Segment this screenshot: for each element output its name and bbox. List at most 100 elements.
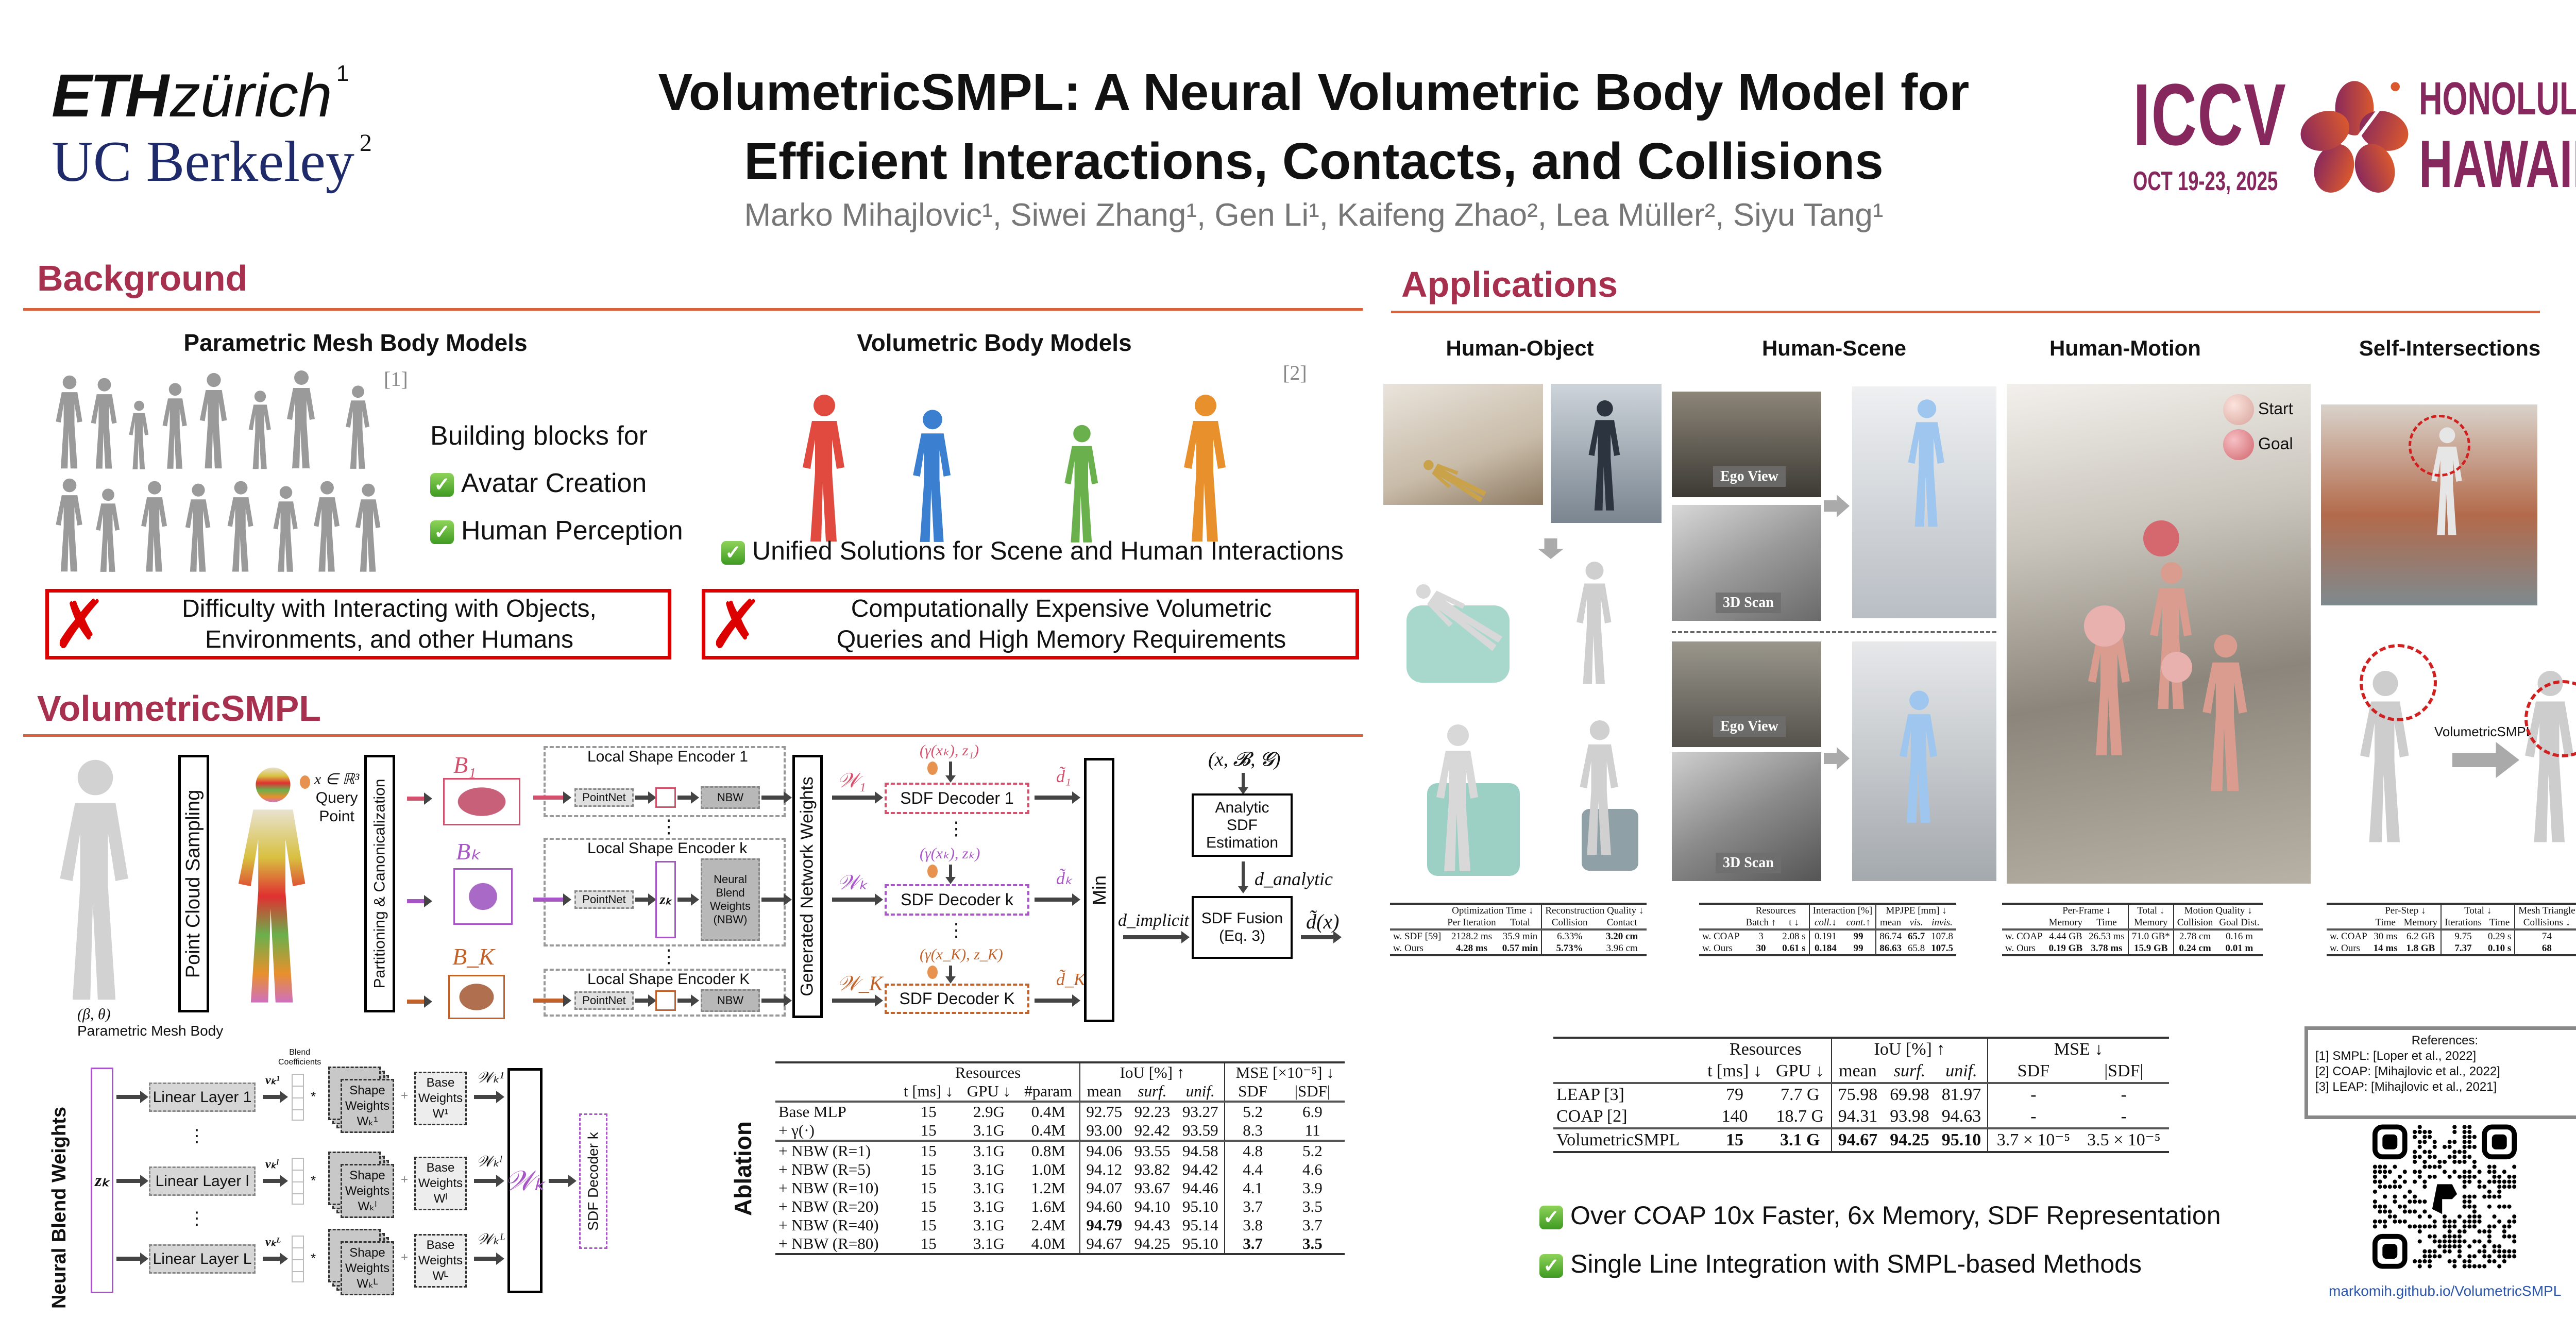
ucb-affiliation: 2 bbox=[359, 129, 372, 157]
down-arrow-icon bbox=[1538, 538, 1564, 559]
table-cell: 5.2 bbox=[1224, 1102, 1280, 1121]
arrow-icon bbox=[263, 1091, 288, 1103]
sdf-fusion-label: SDF Fusion(Eq. 3) bbox=[1201, 910, 1283, 945]
mesh-benefit-item: ✓Avatar Creation bbox=[430, 460, 683, 507]
nbw-block: Neural Blend Weights (NBW) bbox=[701, 858, 760, 941]
table-column-header: SDF bbox=[1987, 1060, 2079, 1084]
project-url-link[interactable]: markomih.github.io/VolumetricSMPL bbox=[2329, 1283, 2562, 1299]
table-cell: 15 bbox=[920, 1103, 937, 1121]
table-cell: 3.1G bbox=[973, 1179, 1005, 1197]
motion-bodies bbox=[2084, 520, 2247, 791]
part-label-k: Bₖ bbox=[456, 838, 481, 865]
mesh-benefit-label: Human Perception bbox=[461, 516, 683, 546]
table-column-header: Per Iteration bbox=[1444, 917, 1499, 931]
eth-affiliation: 1 bbox=[336, 61, 349, 86]
self-intersection-photo bbox=[2321, 404, 2537, 605]
pointnet-block: PointNet bbox=[574, 788, 634, 807]
table-cell: 3.7 × 10⁻⁵ bbox=[1987, 1127, 2079, 1153]
arrow-icon bbox=[1123, 931, 1190, 943]
table-cell: 0.01 m bbox=[2216, 942, 2263, 956]
human-object-photo-1 bbox=[1383, 384, 1543, 505]
authors: Marko Mihajlovic¹, Siwei Zhang¹, Gen Li¹… bbox=[744, 197, 1884, 233]
check-icon: ✓ bbox=[1539, 1205, 1563, 1229]
table-cell: 94.42 bbox=[1182, 1160, 1218, 1178]
table-group-header: Resources bbox=[1742, 903, 1809, 917]
table-row-label: + NBW (R=5) bbox=[778, 1160, 871, 1178]
table-column-header: mean bbox=[1831, 1060, 1884, 1084]
table-cell: 3.5 bbox=[1280, 1235, 1345, 1255]
table-cell: 94.25 bbox=[1128, 1235, 1177, 1255]
table-cell: 0.57 min bbox=[1499, 942, 1542, 956]
arrow-icon bbox=[832, 994, 883, 1007]
min-block: Min bbox=[1084, 758, 1114, 1022]
table-cell: - bbox=[2121, 1107, 2127, 1126]
table-cell: 4.0M bbox=[1017, 1235, 1080, 1255]
table-cell: 79 bbox=[1725, 1085, 1743, 1104]
table-cell: 3 bbox=[1758, 931, 1764, 942]
table-column-header: #param bbox=[1017, 1082, 1080, 1103]
plus-symbol: + bbox=[401, 1250, 409, 1264]
table-cell: 0.4M bbox=[1031, 1121, 1065, 1139]
arrow-icon bbox=[635, 893, 656, 906]
base-weights-block: Base Weights Wᴸ bbox=[414, 1234, 467, 1288]
local-shape-encoder-label: Local Shape Encoder K bbox=[587, 971, 750, 988]
nbw-title: Neural Blend Weights bbox=[47, 1067, 71, 1309]
sdf-decoder-label: SDF Decoder 1 bbox=[900, 789, 1014, 807]
table-row-label: w. Ours bbox=[2327, 942, 2370, 956]
table-row-label: w. SDF [59] bbox=[1393, 931, 1442, 942]
reference-item: [1] SMPL: [Loper et al., 2022] bbox=[2315, 1049, 2477, 1063]
limitation-line: Difficulty with Interacting with Objects… bbox=[182, 595, 597, 622]
network-weights-label: 𝒲₁ bbox=[837, 769, 866, 792]
table-cell: 5.73% bbox=[1541, 942, 1597, 956]
query-point-text: Point bbox=[319, 808, 354, 825]
ego-view-tag: Ego View bbox=[1713, 466, 1786, 487]
volumetric-benefit-label: Unified Solutions for Scene and Human In… bbox=[752, 536, 1344, 565]
local-shape-encoder-block bbox=[544, 969, 786, 1017]
sdf-fusion-eq: (Eq. 3) bbox=[1218, 927, 1265, 944]
table-cell: - bbox=[2121, 1085, 2127, 1104]
claim-1: ✓ Over COAP 10x Faster, 6x Memory, SDF Re… bbox=[1539, 1200, 2221, 1230]
arrow-icon bbox=[1035, 994, 1080, 1007]
layer-weights-label: 𝒲ₖ¹ bbox=[477, 1069, 504, 1086]
arrow-icon bbox=[677, 791, 699, 804]
table-cell: 4.4 bbox=[1224, 1160, 1280, 1179]
claim-text: Over COAP 10x Faster, 6x Memory, SDF Rep… bbox=[1570, 1201, 2221, 1230]
mesh-benefit-item: ✓Human Perception bbox=[430, 507, 683, 554]
goal-marker-icon bbox=[2223, 429, 2254, 460]
base-weights-block: Base Weights W¹ bbox=[414, 1072, 467, 1125]
part-label-K: B_K bbox=[452, 943, 495, 970]
table-column-header: unif. bbox=[1935, 1060, 1988, 1084]
mesh-limitation-box: ✗ Difficulty with Interacting with Objec… bbox=[45, 589, 671, 660]
table-cell: 0.16 m bbox=[2226, 931, 2253, 942]
table-cell: 107.5 bbox=[1928, 942, 1956, 956]
d-implicit-label: d_implicit bbox=[1118, 911, 1189, 930]
table-row-label: + NBW (R=1) bbox=[775, 1140, 897, 1160]
table-column-header: unif. bbox=[1176, 1082, 1225, 1103]
iccv-state: HAWAII bbox=[2419, 126, 2576, 201]
table-column-header: Iterations bbox=[2441, 917, 2485, 931]
hibiscus-icon bbox=[2300, 81, 2409, 193]
reference-item: [3] LEAP: [Mihajlovic et al., 2021] bbox=[2315, 1080, 2497, 1094]
qr-code[interactable] bbox=[2372, 1123, 2517, 1270]
table-cell: 0.10 s bbox=[2484, 942, 2515, 956]
mesh-benefits-intro: Building blocks for bbox=[430, 421, 648, 451]
table-cell: 93.00 bbox=[1079, 1121, 1128, 1141]
title-line-1: VolumetricSMPL: A Neural Volumetric Body… bbox=[658, 63, 1970, 121]
limitation-line: Environments, and other Humans bbox=[205, 625, 574, 653]
table-row-label: w. COAP bbox=[1702, 931, 1740, 942]
shape-weights-block: Shape Weights Wₖᴸ bbox=[341, 1241, 394, 1295]
arrow-icon bbox=[533, 994, 571, 1007]
table-cell: 3.20 cm bbox=[1606, 931, 1638, 942]
blend-label: Coefficients bbox=[278, 1058, 321, 1067]
table-cell: 86.74 bbox=[1875, 929, 1905, 942]
table-row-label: + NBW (R=80) bbox=[775, 1235, 897, 1255]
table-cell: 7.37 bbox=[2441, 942, 2485, 956]
table-cell: 93.59 bbox=[1182, 1121, 1218, 1139]
table-row-label: LEAP [3] bbox=[1556, 1085, 1624, 1104]
table-column-header bbox=[1553, 1060, 1701, 1084]
scene-result-2 bbox=[1852, 641, 1996, 881]
latent-code-block bbox=[655, 990, 676, 1011]
